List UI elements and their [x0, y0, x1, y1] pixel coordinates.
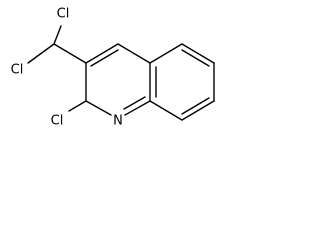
bond-c3-c4-double: [90, 49, 119, 67]
atom-nitrogen: N: [113, 114, 123, 129]
atom-cl-top: Cl: [57, 7, 70, 22]
atom-cl-left: Cl: [11, 63, 24, 78]
bond-c4a-c5: [149, 43, 183, 64]
molecule-structure: Cl Cl Cl N: [11, 7, 215, 129]
bond-c7-c8: [181, 100, 215, 121]
bond-c8a-n: [124, 100, 151, 116]
bond-c4-c4a: [117, 43, 151, 64]
bond-n-c2: [85, 100, 112, 116]
bond-c2-cl: [68, 100, 87, 112]
bond-c5-c6: [181, 43, 215, 64]
bond-ch-cl-left: [27, 43, 55, 64]
bond-ch-c3: [53, 43, 87, 64]
atom-cl-bottom: Cl: [51, 114, 64, 129]
bond-c5-c6-double: [181, 49, 210, 67]
bond-ch-cl-top: [53, 25, 62, 45]
bond-c7-c8-double: [181, 97, 210, 115]
bond-c8-c8a: [149, 100, 183, 121]
bond-c3-c4: [85, 43, 119, 64]
bond-c8a-n-double: [123, 96, 146, 110]
